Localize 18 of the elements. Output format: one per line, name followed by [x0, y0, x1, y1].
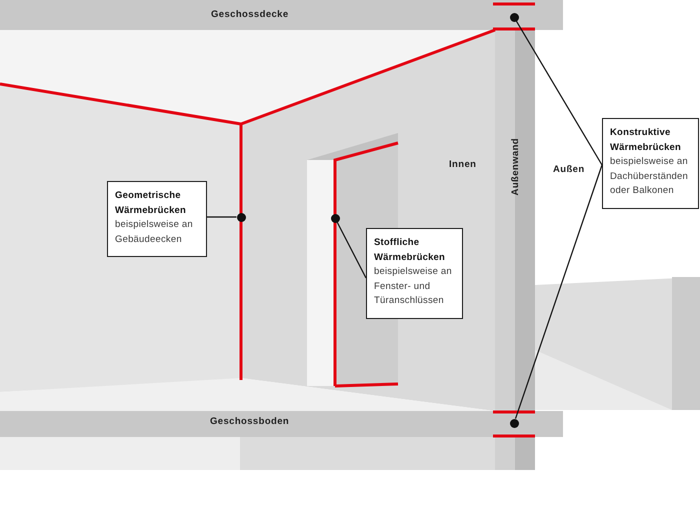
leader-line [336, 222, 367, 278]
callout-text: beispielsweise an Dachüberständen oder Balkonen [610, 155, 689, 198]
leader-line [516, 20, 603, 166]
callout-box [366, 228, 463, 318]
callout-text: beispielsweise an Fenster- und Türanschlüssen [374, 265, 453, 308]
callout-heading: Stoffliche Wärmebrücken [374, 236, 446, 264]
callout-heading: Konstruktive Wärmebrücken [610, 126, 682, 154]
leader-line [207, 216, 236, 218]
callout-box [107, 181, 207, 257]
slab-label: Geschossboden [210, 416, 290, 428]
callout-text: beispielsweise an Gebäudeecken [115, 218, 194, 246]
area-label: Innen [449, 159, 476, 171]
slab-label: Geschossdecke [211, 9, 289, 21]
wall-label: Außenwand [510, 138, 522, 196]
area-label: Außen [553, 164, 585, 176]
leader-line [514, 164, 603, 419]
callout-heading: Geometrische Wärmebrücken [115, 189, 188, 218]
callout-box [602, 118, 699, 208]
